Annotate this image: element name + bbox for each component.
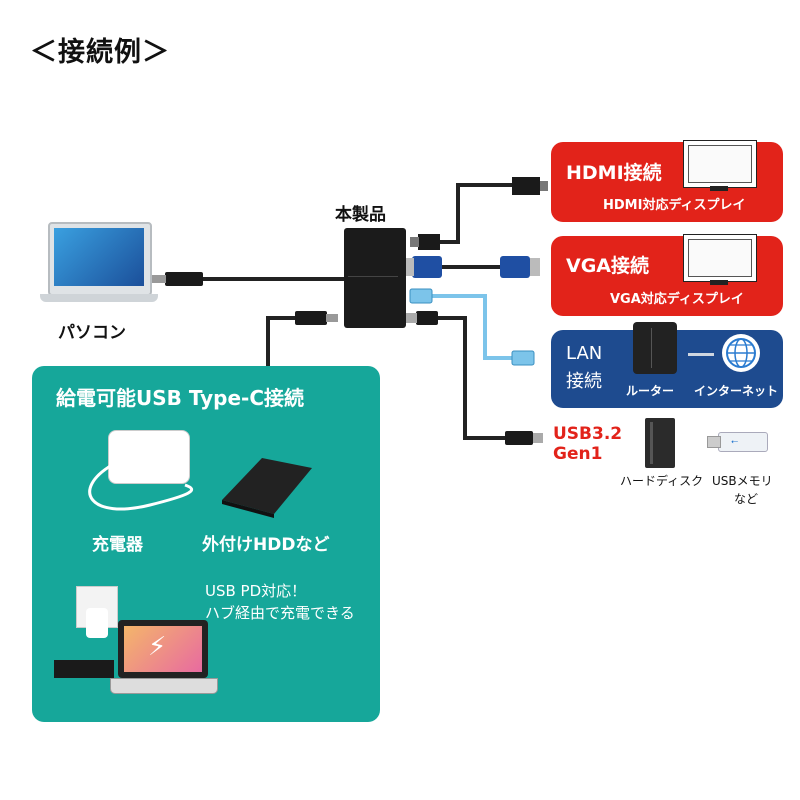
- lan-cable: [409, 288, 535, 366]
- notebook-pc-icon: ⚡: [118, 620, 208, 678]
- usb-title-line1: USB3.2: [553, 424, 623, 444]
- monitor-icon: [683, 140, 757, 188]
- router-label: ルーター: [626, 384, 675, 398]
- usb-title-line2: Gen1: [553, 444, 603, 464]
- product-label: 本製品: [335, 205, 386, 225]
- vga-title: VGA接続: [566, 255, 650, 277]
- charger-label: 充電器: [92, 535, 143, 555]
- monitor-icon: [683, 234, 757, 282]
- hdmi-device-label: HDMI対応ディスプレイ: [603, 198, 746, 213]
- pc-usbc-cable: [152, 264, 345, 294]
- lan-title-line2: 接続: [566, 371, 602, 392]
- page-heading: ＜接続例＞: [30, 37, 170, 68]
- charger-icon: [108, 430, 190, 484]
- laptop-icon: [40, 222, 160, 312]
- hdmi-title: HDMI接続: [566, 162, 662, 184]
- callout-line2: ハブ経由で充電できる: [205, 604, 355, 622]
- external-hdd-icon: [222, 448, 312, 518]
- pc-label: パソコン: [58, 323, 126, 343]
- power-brick-icon: [54, 660, 114, 678]
- hdd-label: ハードディスク: [620, 474, 704, 488]
- vga-cable: [404, 256, 540, 278]
- lan-title-line1: LAN: [566, 343, 603, 364]
- hdd-shape: [222, 458, 312, 518]
- usb-memory-label-line1: USBメモリ: [712, 474, 773, 488]
- external-hdd-label: 外付けHDDなど: [202, 535, 330, 555]
- globe-lines: [726, 338, 756, 368]
- globe-icon: [722, 334, 760, 372]
- hdmi-cable: [410, 177, 548, 250]
- pd-usbc-cable: [266, 311, 338, 375]
- usb-memory-label-line2: など: [734, 492, 759, 506]
- callout-line1: USB PD対応！: [205, 582, 307, 600]
- vga-device-label: VGA対応ディスプレイ: [610, 292, 744, 307]
- hard-disk-icon: [645, 418, 675, 468]
- router-icon: [633, 322, 677, 374]
- hub-device: [344, 228, 406, 328]
- plug-icon: [86, 608, 108, 638]
- internet-label: インターネット: [694, 384, 779, 398]
- usb-memory-icon: ⭠: [707, 432, 768, 452]
- pd-panel-title: 給電可能USB Type-C接続: [56, 386, 305, 410]
- usb-a-cable: [406, 311, 543, 445]
